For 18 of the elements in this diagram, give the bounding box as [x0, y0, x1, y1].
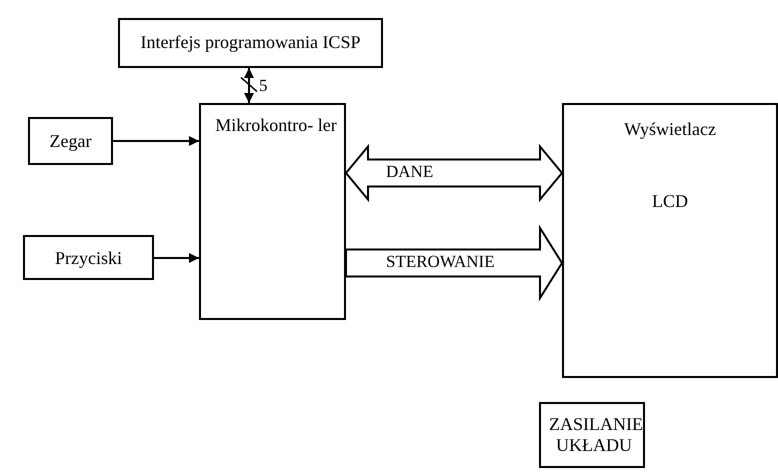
block-label: Mikrokontro- ler: [214, 115, 338, 136]
bus-arrow: [345, 224, 564, 302]
block-label: Interfejs programowania ICSP: [140, 32, 362, 53]
block-label: Przyciski: [54, 248, 123, 269]
arrow: [244, 68, 254, 103]
block-label: Zegar: [48, 131, 92, 152]
block-box: [118, 18, 383, 68]
edge-label: 5: [258, 76, 268, 96]
block-box: [199, 103, 346, 320]
block-box: [562, 103, 778, 378]
block-label: Wyświetlacz: [623, 119, 717, 140]
block-box: [23, 235, 154, 280]
arrow: [113, 136, 199, 146]
block-box: [539, 402, 645, 468]
bus-arrow: [344, 144, 564, 202]
arrow: [154, 253, 199, 263]
block-label: LCD: [651, 191, 689, 212]
block-box: [28, 117, 113, 165]
